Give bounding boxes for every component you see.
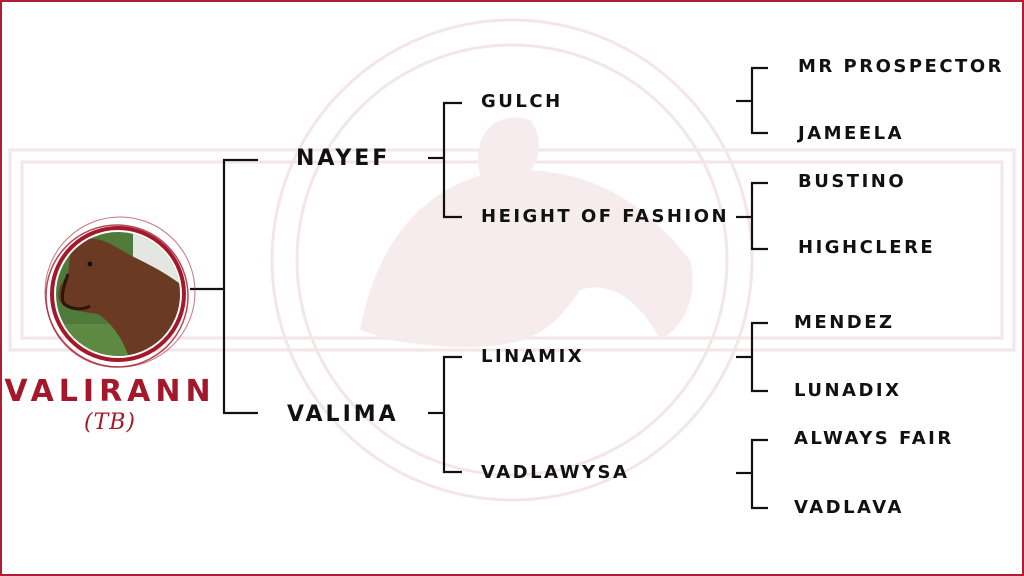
great-grandsire-1: MR PROSPECTOR <box>798 56 1004 77</box>
great-granddam-1: JAMEELA <box>798 123 905 144</box>
great-grandsire-2: BUSTINO <box>798 171 907 192</box>
subject-name: VALIRANN <box>4 374 216 409</box>
great-grandsire-3: MENDEZ <box>794 312 895 333</box>
dam-name: VALIMA <box>287 402 399 427</box>
great-granddam-4: VADLAVA <box>794 497 904 518</box>
great-granddam-3: LUNADIX <box>794 380 902 401</box>
sire-dam-name: HEIGHT OF FASHION <box>481 206 730 227</box>
horse-portrait-icon <box>44 216 196 368</box>
subject-breed: (TB) <box>83 410 136 435</box>
dam-sire-name: LINAMIX <box>481 346 585 367</box>
sire-name: NAYEF <box>296 146 391 171</box>
dam-dam-name: VADLAWYSA <box>481 462 630 483</box>
sire-sire-name: GULCH <box>481 91 563 112</box>
great-grandsire-4: ALWAYS FAIR <box>794 428 954 449</box>
great-granddam-2: HIGHCLERE <box>798 237 936 258</box>
